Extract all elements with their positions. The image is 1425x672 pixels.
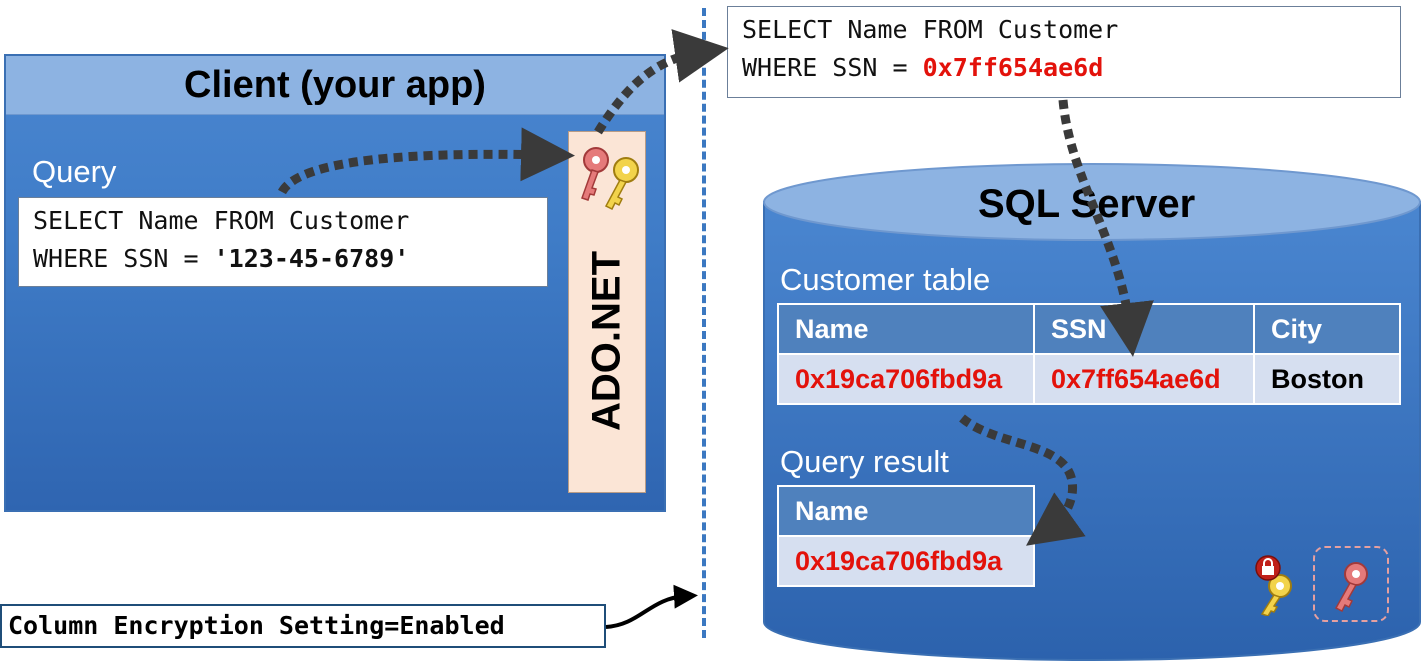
- wire-query-line2-prefix: WHERE SSN =: [742, 53, 923, 82]
- cell-city: Boston: [1253, 353, 1401, 405]
- arrow-driver-to-server: [594, 29, 729, 135]
- client-title: Client (your app): [184, 63, 486, 106]
- client-query-line1: SELECT Name FROM Customer: [33, 206, 410, 235]
- query-result-table: Name 0x19ca706fbd9a: [777, 485, 1035, 587]
- result-cell-encrypted-name: 0x19ca706fbd9a: [777, 535, 1035, 587]
- column-header-name: Name: [777, 303, 1035, 355]
- result-column-header-name: Name: [777, 485, 1035, 537]
- arrow-query-to-driver: [278, 127, 575, 195]
- customer-table-label: Customer table: [780, 262, 991, 297]
- key-icon: [1334, 562, 1368, 613]
- client-query-ssn-value: '123-45-6789': [213, 244, 410, 273]
- arrow-match-to-result: [959, 414, 1086, 546]
- ado-net-driver: ADO.NET: [568, 131, 646, 493]
- connection-string: Column Encryption Setting=Enabled: [8, 611, 505, 640]
- table-row: 0x19ca706fbd9a: [777, 535, 1035, 587]
- connection-string-box: Column Encryption Setting=Enabled: [0, 604, 606, 648]
- cell-encrypted-name: 0x19ca706fbd9a: [777, 353, 1035, 405]
- encrypted-query-box: SELECT Name FROM Customer WHERE SSN = 0x…: [727, 6, 1401, 98]
- wire-query-ssn-value: 0x7ff654ae6d: [922, 53, 1104, 82]
- query-result-label: Query result: [780, 444, 949, 479]
- client-header: Client (your app): [6, 56, 664, 115]
- wire-query-line1: SELECT Name FROM Customer: [742, 15, 1119, 44]
- client-server-divider: [702, 8, 706, 638]
- locked-key-icon: [1255, 555, 1292, 616]
- table-header-row: Name: [777, 485, 1035, 537]
- key-placeholder-frame: [1313, 546, 1389, 622]
- customer-table: Name SSN City 0x19ca706fbd9a 0x7ff654ae6…: [777, 303, 1401, 405]
- keys-icon: [581, 147, 639, 211]
- client-query-line2-prefix: WHERE SSN =: [33, 244, 214, 273]
- column-header-city: City: [1253, 303, 1401, 355]
- arrow-connection-setting: [605, 584, 698, 629]
- arrow-query-to-ssn-column: [1058, 99, 1154, 357]
- client-query-box: SELECT Name FROM Customer WHERE SSN = '1…: [18, 197, 548, 287]
- query-label: Query: [32, 154, 117, 189]
